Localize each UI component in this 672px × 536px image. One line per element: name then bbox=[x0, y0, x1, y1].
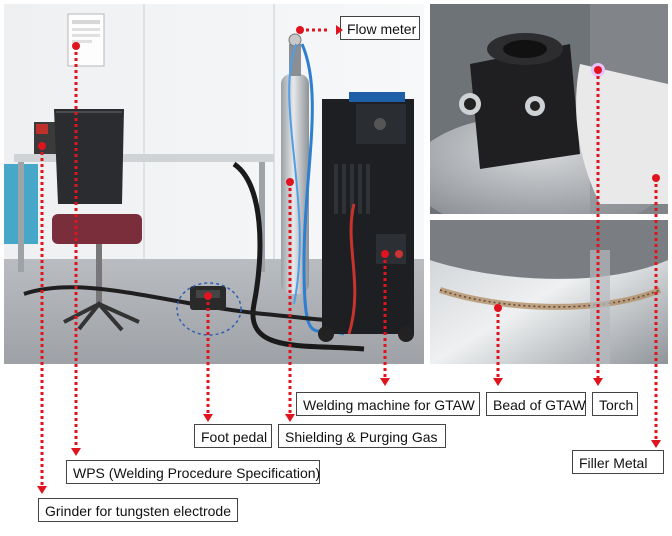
main-photo-welding-lab bbox=[4, 4, 424, 364]
top-right-photo-torch bbox=[430, 4, 668, 214]
label-flow-meter: Flow meter bbox=[340, 16, 420, 40]
label-grinder: Grinder for tungsten electrode bbox=[38, 498, 238, 522]
main-photo-illustration bbox=[4, 4, 424, 364]
label-welding-machine: Welding machine for GTAW bbox=[296, 392, 480, 416]
label-foot-pedal: Foot pedal bbox=[194, 424, 272, 448]
label-wps: WPS (Welding Procedure Specification) bbox=[66, 460, 320, 484]
torch-photo-illustration bbox=[430, 4, 668, 214]
label-torch: Torch bbox=[592, 392, 638, 416]
label-bead: Bead of GTAW bbox=[486, 392, 586, 416]
bottom-right-photo-bead bbox=[430, 220, 668, 364]
bead-photo-illustration bbox=[430, 220, 668, 364]
label-shielding-gas: Shielding & Purging Gas bbox=[278, 424, 446, 448]
label-filler-metal: Filler Metal bbox=[572, 450, 664, 474]
